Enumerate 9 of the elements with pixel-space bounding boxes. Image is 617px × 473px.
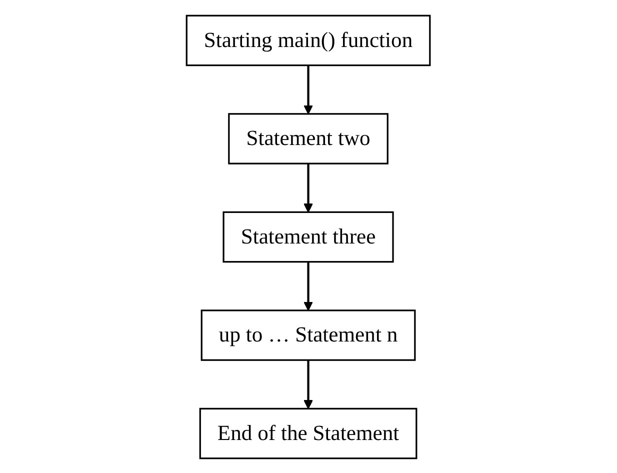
arrow (304, 261, 314, 310)
node-box: up to … Statement n (201, 309, 416, 360)
arrow (304, 163, 314, 212)
node-box: End of the Statement (200, 407, 418, 459)
node-box: Statement two (228, 112, 389, 164)
arrow (304, 360, 314, 409)
node-box: Statement three (222, 210, 394, 262)
arrow (304, 64, 314, 114)
node-box: Starting main() function (186, 14, 431, 66)
